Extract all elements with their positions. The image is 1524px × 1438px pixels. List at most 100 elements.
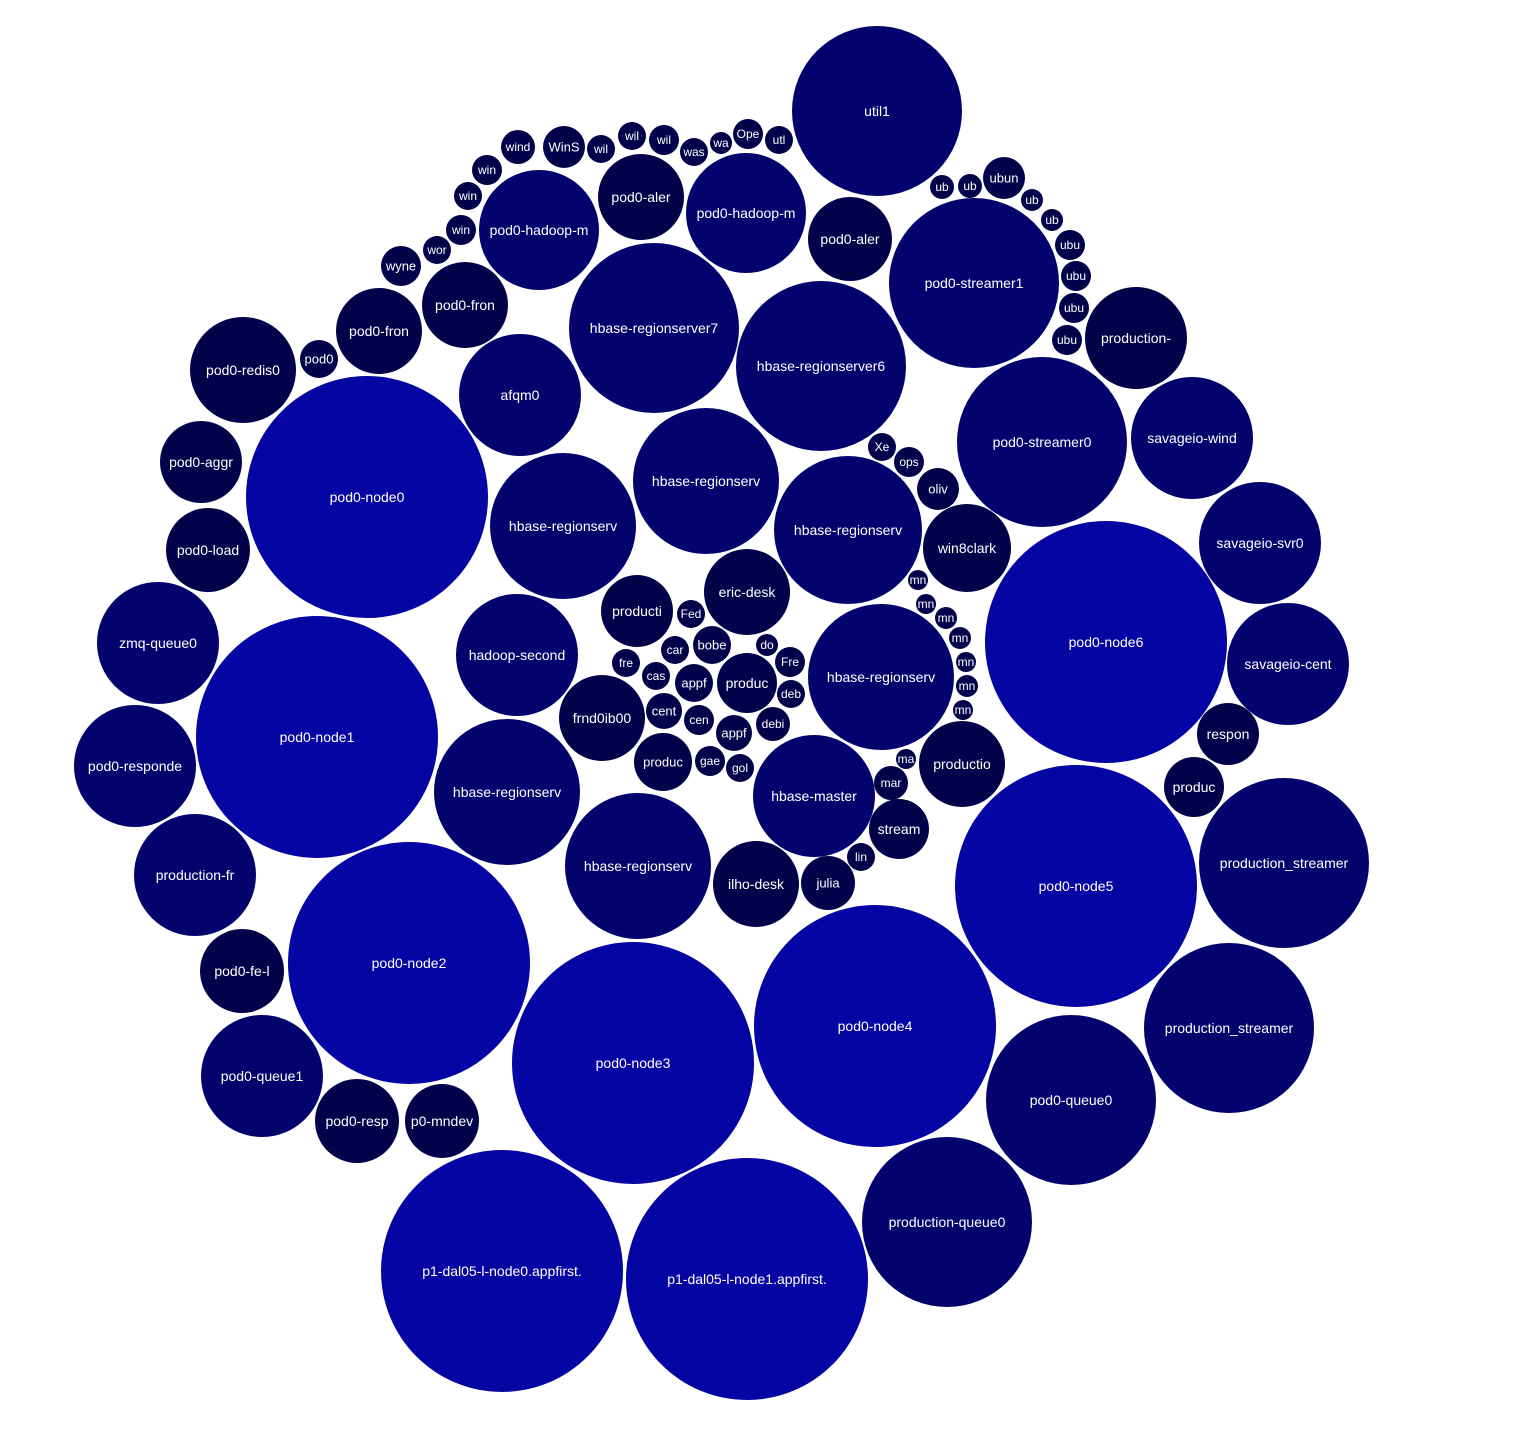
bubble-circle[interactable] [559, 675, 645, 761]
bubble-afqm0[interactable]: afqm0 [459, 334, 581, 456]
bubble-pod0-queue0[interactable]: pod0-queue0 [986, 1015, 1156, 1185]
bubble-pod0-streamer1[interactable]: pod0-streamer1 [889, 198, 1059, 368]
bubble-circle[interactable] [753, 735, 875, 857]
bubble-util1[interactable]: util1 [792, 26, 962, 196]
bubble-hbase-regionserver7[interactable]: hbase-regionserver7 [569, 243, 739, 413]
bubble-circle[interactable] [801, 856, 855, 910]
bubble-ub[interactable]: ub [1041, 209, 1063, 231]
bubble-pod0-hadoop-m[interactable]: pod0-hadoop-m [479, 170, 599, 290]
bubble-circle[interactable] [472, 155, 502, 185]
bubble-circle[interactable] [1197, 703, 1259, 765]
bubble-deb[interactable]: deb [777, 680, 805, 708]
bubble-circle[interactable] [633, 408, 779, 554]
bubble-wa[interactable]: wa [710, 132, 732, 154]
bubble-circle[interactable] [634, 733, 692, 791]
bubble-circle[interactable] [1052, 325, 1082, 355]
bubble-circle[interactable] [1085, 287, 1187, 389]
bubble-circle[interactable] [693, 626, 731, 664]
bubble-circle[interactable] [1055, 230, 1085, 260]
bubble-circle[interactable] [756, 634, 778, 656]
bubble-circle[interactable] [983, 157, 1025, 199]
bubble-debi[interactable]: debi [756, 707, 790, 741]
bubble-mn[interactable]: mn [908, 570, 928, 590]
bubble-circle[interactable] [1021, 189, 1043, 211]
bubble-mn[interactable]: mn [956, 675, 978, 697]
bubble-pod0-resp[interactable]: pod0-resp [315, 1079, 399, 1163]
bubble-produc[interactable]: produc [1164, 757, 1224, 817]
bubble-fre[interactable]: fre [612, 649, 640, 677]
bubble-production-queue0[interactable]: production-queue0 [862, 1137, 1032, 1307]
bubble-circle[interactable] [405, 1084, 479, 1158]
bubble-win8clark[interactable]: win8clark [923, 504, 1011, 592]
bubble-circle[interactable] [423, 236, 451, 264]
bubble-circle[interactable] [713, 841, 799, 927]
bubble-wil[interactable]: wil [649, 125, 679, 155]
bubble-p1-dal05-l-node1-appfirst[interactable]: p1-dal05-l-node1.appfirst. [626, 1158, 868, 1400]
bubble-ma[interactable]: ma [896, 749, 916, 769]
bubble-circle[interactable] [774, 456, 922, 604]
bubble-frnd0ib00[interactable]: frnd0ib00 [559, 675, 645, 761]
bubble-circle[interactable] [680, 138, 708, 166]
bubble-circle[interactable] [1131, 377, 1253, 499]
bubble-circle[interactable] [190, 317, 296, 423]
bubble-circle[interactable] [454, 182, 482, 210]
bubble-win[interactable]: win [472, 155, 502, 185]
bubble-hbase-regionserver6[interactable]: hbase-regionserver6 [736, 281, 906, 451]
bubble-circle[interactable] [196, 616, 438, 858]
bubble-circle[interactable] [869, 799, 929, 859]
bubble-pod0-redis0[interactable]: pod0-redis0 [190, 317, 296, 423]
bubble-lin[interactable]: lin [847, 843, 875, 871]
bubble-circle[interactable] [97, 582, 219, 704]
bubble-pod0-node4[interactable]: pod0-node4 [754, 905, 996, 1147]
bubble-circle[interactable] [434, 719, 580, 865]
bubble-ubu[interactable]: ubu [1052, 325, 1082, 355]
bubble-circle[interactable] [894, 447, 924, 477]
bubble-circle[interactable] [775, 647, 805, 677]
bubble-circle[interactable] [717, 653, 777, 713]
bubble-circle[interactable] [200, 929, 284, 1013]
bubble-circle[interactable] [288, 842, 530, 1084]
bubble-circle[interactable] [908, 570, 928, 590]
bubble-production-fr[interactable]: production-fr [134, 814, 256, 936]
bubble-gae[interactable]: gae [695, 746, 725, 776]
bubble-bobe[interactable]: bobe [693, 626, 731, 664]
bubble-circle[interactable] [74, 705, 196, 827]
bubble-circle[interactable] [923, 504, 1011, 592]
bubble-circle[interactable] [601, 575, 673, 647]
bubble-hbase-regionserv[interactable]: hbase-regionserv [633, 408, 779, 554]
bubble-pod0-fron[interactable]: pod0-fron [336, 288, 422, 374]
bubble-cent[interactable]: cent [646, 693, 682, 729]
bubble-wil[interactable]: wil [618, 122, 646, 150]
bubble-circle[interactable] [949, 627, 971, 649]
bubble-hbase-master[interactable]: hbase-master [753, 735, 875, 857]
bubble-hbase-regionserv[interactable]: hbase-regionserv [490, 453, 636, 599]
bubble-circle[interactable] [166, 508, 250, 592]
bubble-pod0-node6[interactable]: pod0-node6 [985, 521, 1227, 763]
bubble-circle[interactable] [985, 521, 1227, 763]
bubble-circle[interactable] [315, 1079, 399, 1163]
bubble-circle[interactable] [587, 135, 615, 163]
bubble-circle[interactable] [381, 246, 421, 286]
bubble-julia[interactable]: julia [801, 856, 855, 910]
bubble-circle[interactable] [422, 262, 508, 348]
bubble-circle[interactable] [160, 421, 242, 503]
bubble-ub[interactable]: ub [1021, 189, 1043, 211]
bubble-hbase-regionserv[interactable]: hbase-regionserv [565, 793, 711, 939]
bubble-pod0-aler[interactable]: pod0-aler [598, 154, 684, 240]
bubble-circle[interactable] [1199, 482, 1321, 604]
bubble-circle[interactable] [512, 942, 754, 1184]
bubble-circle[interactable] [201, 1015, 323, 1137]
bubble-circle[interactable] [642, 662, 670, 690]
bubble-ope[interactable]: Ope [733, 119, 763, 149]
bubble-circle[interactable] [626, 1158, 868, 1400]
bubble-circle[interactable] [569, 243, 739, 413]
bubble-hbase-regionserv[interactable]: hbase-regionserv [434, 719, 580, 865]
bubble-circle[interactable] [246, 376, 488, 618]
bubble-production-streamer[interactable]: production_streamer [1144, 943, 1314, 1113]
bubble-pod0-node1[interactable]: pod0-node1 [196, 616, 438, 858]
bubble-circle[interactable] [543, 126, 585, 168]
bubble-hbase-regionserv[interactable]: hbase-regionserv [808, 604, 954, 750]
bubble-produc[interactable]: produc [634, 733, 692, 791]
bubble-pod0-queue1[interactable]: pod0-queue1 [201, 1015, 323, 1137]
bubble-circle[interactable] [134, 814, 256, 936]
